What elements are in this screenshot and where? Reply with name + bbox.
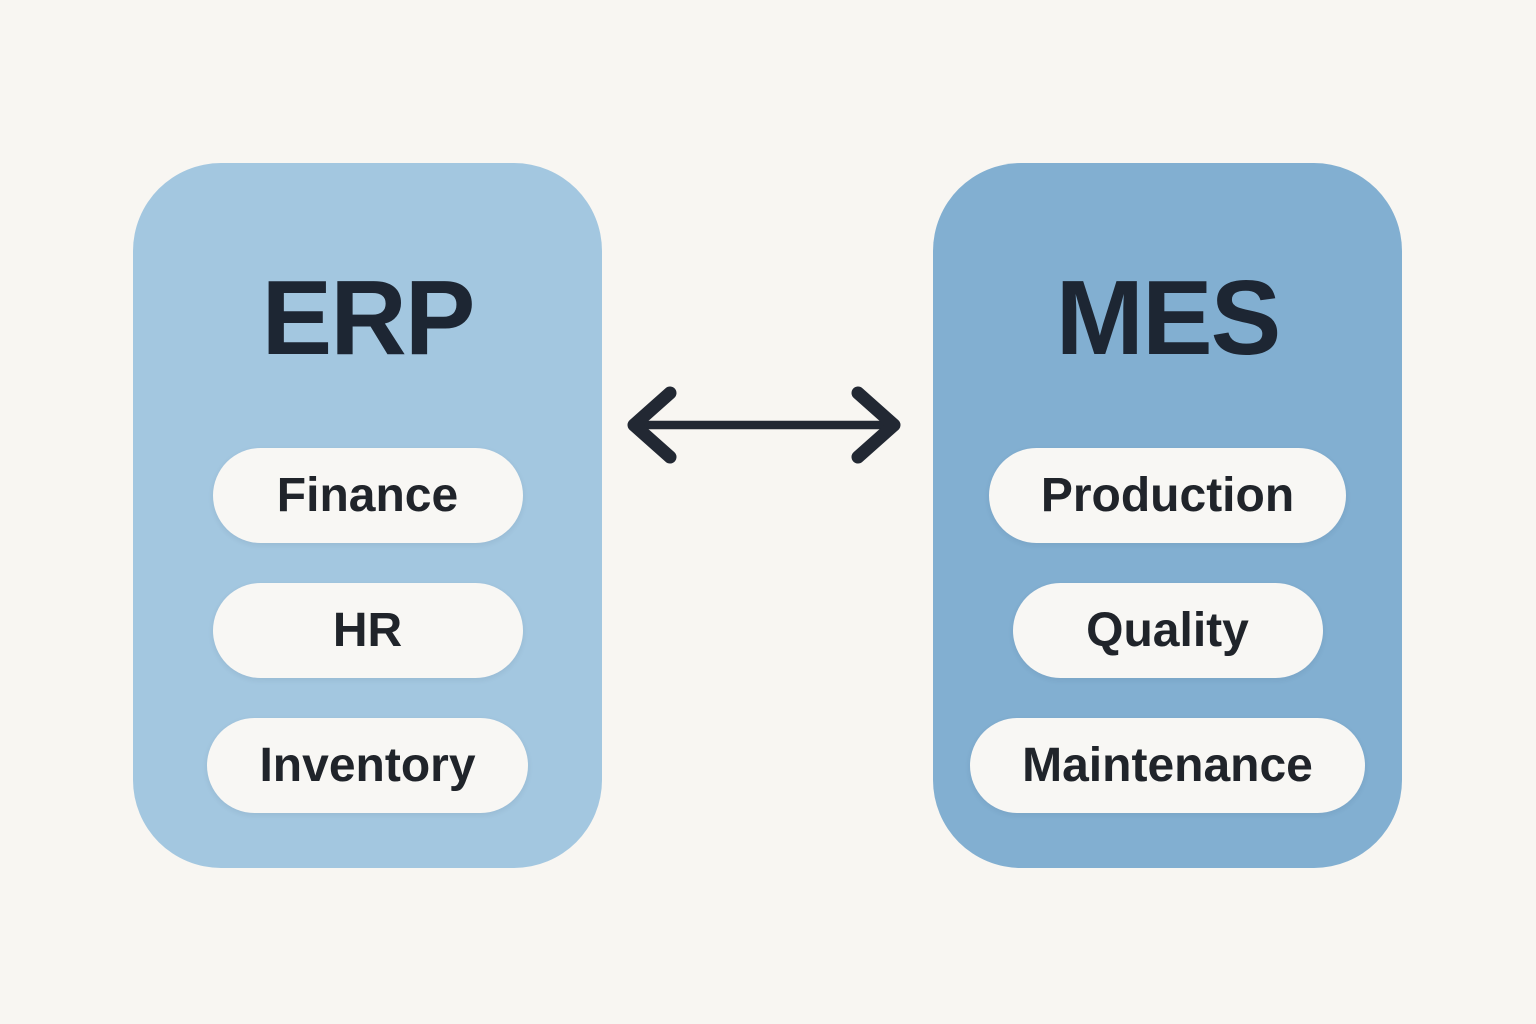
erp-box: ERP Finance HR Inventory — [133, 163, 602, 868]
mes-item-quality: Quality — [1012, 583, 1323, 678]
erp-mes-connector — [622, 383, 906, 467]
mes-title: MES — [1055, 259, 1282, 377]
erp-item-inventory: Inventory — [207, 718, 528, 813]
erp-item-finance: Finance — [212, 448, 523, 543]
erp-item-hr: HR — [212, 583, 523, 678]
erp-item-inventory-label: Inventory — [259, 739, 476, 792]
mes-item-maintenance: Maintenance — [970, 718, 1365, 813]
erp-title: ERP — [261, 259, 476, 377]
mes-item-production: Production — [988, 448, 1347, 543]
erp-item-hr-label: HR — [332, 604, 403, 657]
mes-box: MES Production Quality Maintenance — [933, 163, 1402, 868]
mes-item-production-label: Production — [1040, 469, 1295, 522]
mes-item-quality-label: Quality — [1086, 604, 1249, 657]
erp-item-finance-label: Finance — [276, 469, 459, 522]
bidirectional-arrow-icon — [627, 386, 901, 464]
mes-item-maintenance-label: Maintenance — [1022, 739, 1313, 792]
